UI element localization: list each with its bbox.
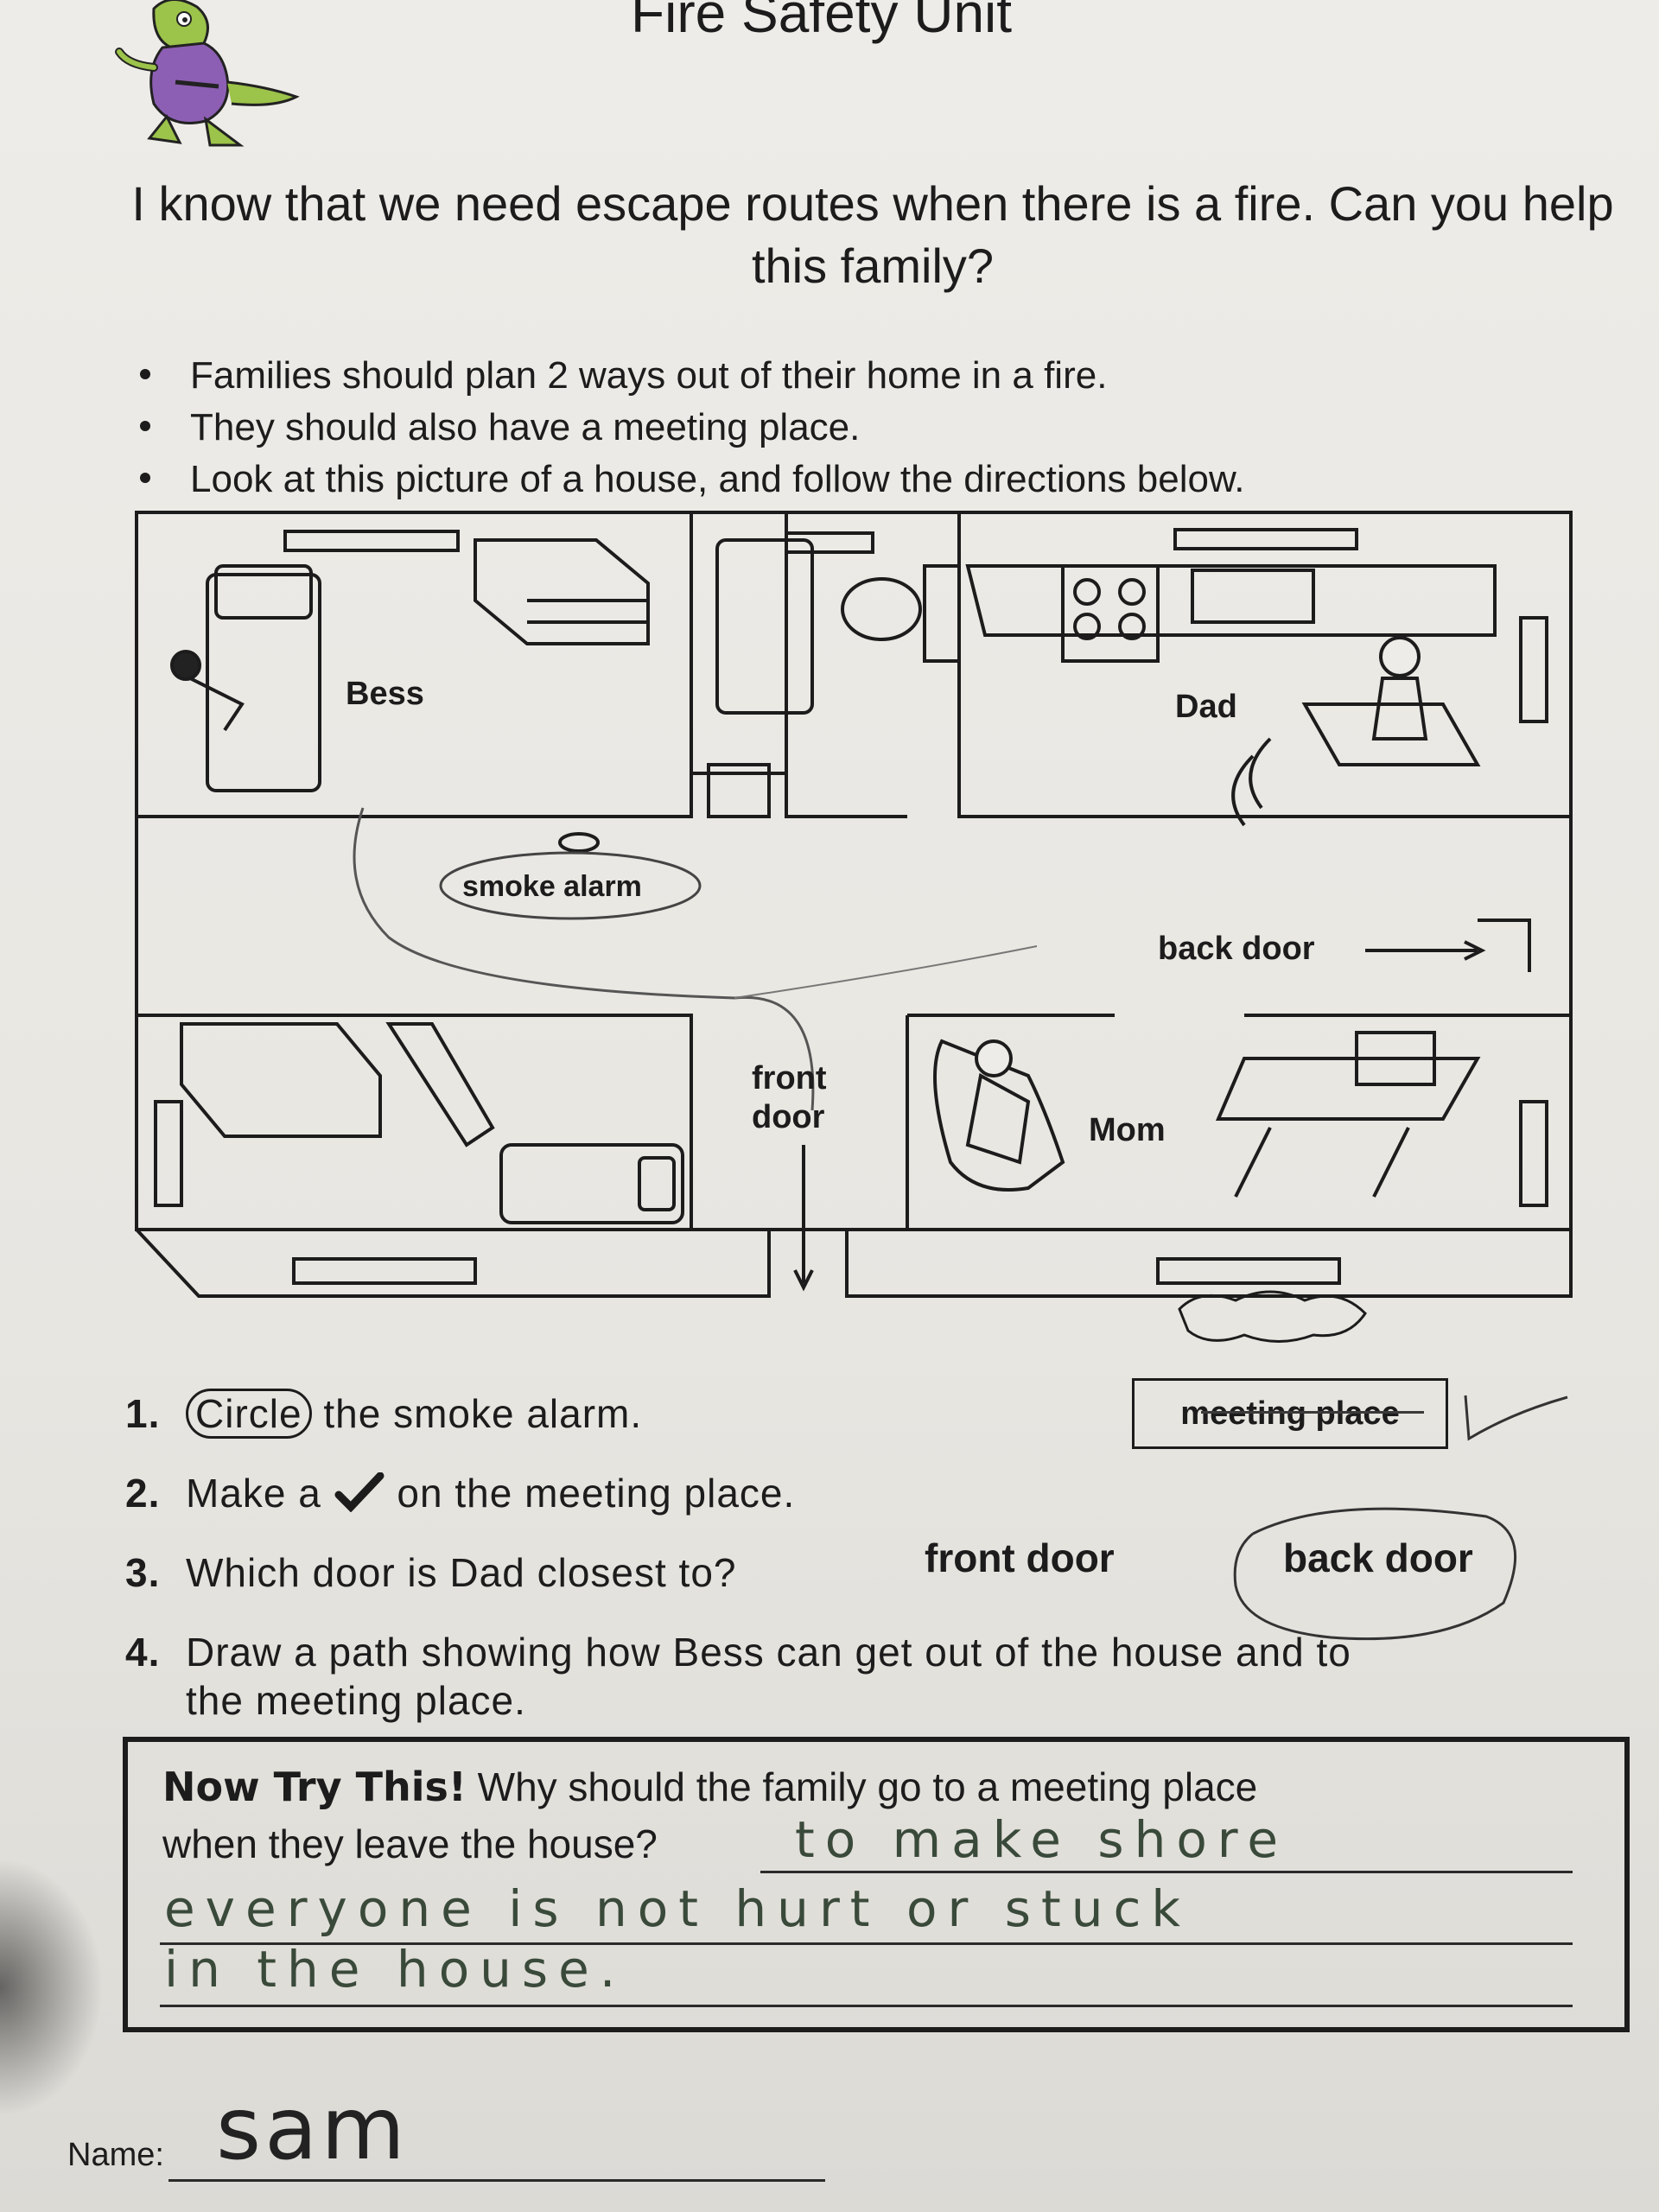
window [154, 1100, 183, 1207]
hall-wall [785, 512, 907, 818]
question-1: 1.Circle the smoke alarm. [125, 1374, 1351, 1453]
bedroom-bottom-walls [137, 1014, 693, 1230]
list-item: They should also have a meeting place. [130, 402, 1245, 454]
instructions-list: Families should plan 2 ways out of their… [130, 350, 1245, 505]
kitchen-walls [957, 512, 1573, 818]
window [1519, 1100, 1548, 1207]
smoke-alarm-circle-drawing [439, 851, 702, 920]
window [785, 531, 874, 554]
label-front: front [752, 1060, 827, 1096]
meeting-place-strike [1201, 1411, 1424, 1414]
meeting-place-box: meeting place [1132, 1378, 1448, 1449]
pillow [214, 564, 313, 620]
choice-front-door: front door [925, 1535, 1115, 1580]
mom-figure [965, 1072, 1031, 1165]
kitchen-counter [965, 564, 1497, 637]
answer-handwriting-2: everyone is not hurt or stuck [164, 1879, 1191, 1938]
now-try-this-heading: Now Try This! [162, 1764, 467, 1810]
dad-figure [1371, 677, 1428, 741]
intro-text: I know that we need escape routes when t… [131, 176, 1614, 293]
choice-back-door: back door [1283, 1535, 1473, 1580]
dresser-bottom [180, 1022, 382, 1138]
bathtub [715, 538, 814, 715]
question-4-continued: the meeting place. [186, 1678, 526, 1723]
escape-path-drawing [353, 807, 815, 1111]
name-handwriting: sam [216, 2078, 409, 2179]
label-smoke-alarm: smoke alarm [462, 870, 642, 903]
dragon-mascot-icon [115, 0, 300, 147]
label-bess: Bess [346, 676, 424, 712]
name-line [168, 2179, 825, 2182]
smoke-alarm-device [558, 832, 600, 853]
dresser [474, 538, 650, 645]
handdrawn-check-icon [1464, 1395, 1568, 1441]
answer-handwriting-1: to make shore [795, 1810, 1289, 1869]
bess-figure [189, 677, 245, 732]
window [1519, 616, 1548, 723]
bed [206, 573, 321, 792]
hand-shadow [0, 1858, 104, 2117]
label-dad: Dad [1175, 689, 1237, 725]
answer-handwriting-3: in the house. [164, 1940, 626, 1999]
office-desk [1215, 1057, 1481, 1121]
page-title: Fire Safety Unit [631, 0, 1013, 44]
bullet-icon [140, 473, 150, 483]
answer-line [160, 2005, 1573, 2007]
checkmark-icon [334, 1471, 385, 1513]
house-floor-plan: Bess Dad Mom smoke alarm back door front… [135, 511, 1573, 1343]
bathroom-walls [690, 512, 788, 775]
question-4: 4.Draw a path showing how Bess can get o… [125, 1630, 1351, 1675]
kitchen-sink [1191, 569, 1315, 624]
bullet-icon [140, 421, 150, 431]
bottom-bed [499, 1143, 684, 1224]
answer-line [760, 1871, 1573, 1873]
toilet-tank [923, 564, 961, 663]
question-2: 2.Make a on the meeting place. [125, 1471, 796, 1516]
dining-table [1301, 702, 1481, 766]
now-try-this-text: Now Try This! Why should the family go t… [162, 1764, 1258, 1866]
front-wall-left [135, 1228, 771, 1298]
bedroom-bess-walls [135, 512, 693, 818]
window [1156, 1257, 1341, 1285]
label-door: door [752, 1099, 825, 1135]
label-mom: Mom [1089, 1112, 1166, 1148]
label-back-door: back door [1158, 931, 1315, 967]
computer [1355, 1031, 1436, 1086]
bathroom-sink [707, 763, 771, 818]
list-item: Families should plan 2 ways out of their… [130, 350, 1245, 402]
list-item: Look at this picture of a house, and fol… [130, 454, 1245, 505]
window [283, 530, 460, 552]
escape-path-drawing [734, 945, 1038, 999]
window [1173, 528, 1358, 550]
now-try-this-box [123, 1737, 1630, 2032]
front-wall-right [845, 1230, 1573, 1298]
question-3: 3.Which door is Dad closest to? [125, 1550, 737, 1595]
bookcase [385, 1022, 495, 1147]
armchair [933, 1039, 1065, 1192]
bush-icon [1178, 1290, 1367, 1343]
toilet [841, 577, 922, 641]
circle-word: Circle [186, 1389, 312, 1439]
bullet-icon [140, 369, 150, 379]
name-label: Name: [67, 2137, 164, 2173]
back-door-circle-drawing [1233, 1507, 1517, 1641]
answer-line [160, 1942, 1573, 1945]
window [292, 1257, 477, 1285]
outer-wall [135, 511, 1573, 1231]
stove [1061, 564, 1160, 663]
questions-list: 1.Circle the smoke alarm. 2.Make a on th… [125, 1374, 1351, 1740]
